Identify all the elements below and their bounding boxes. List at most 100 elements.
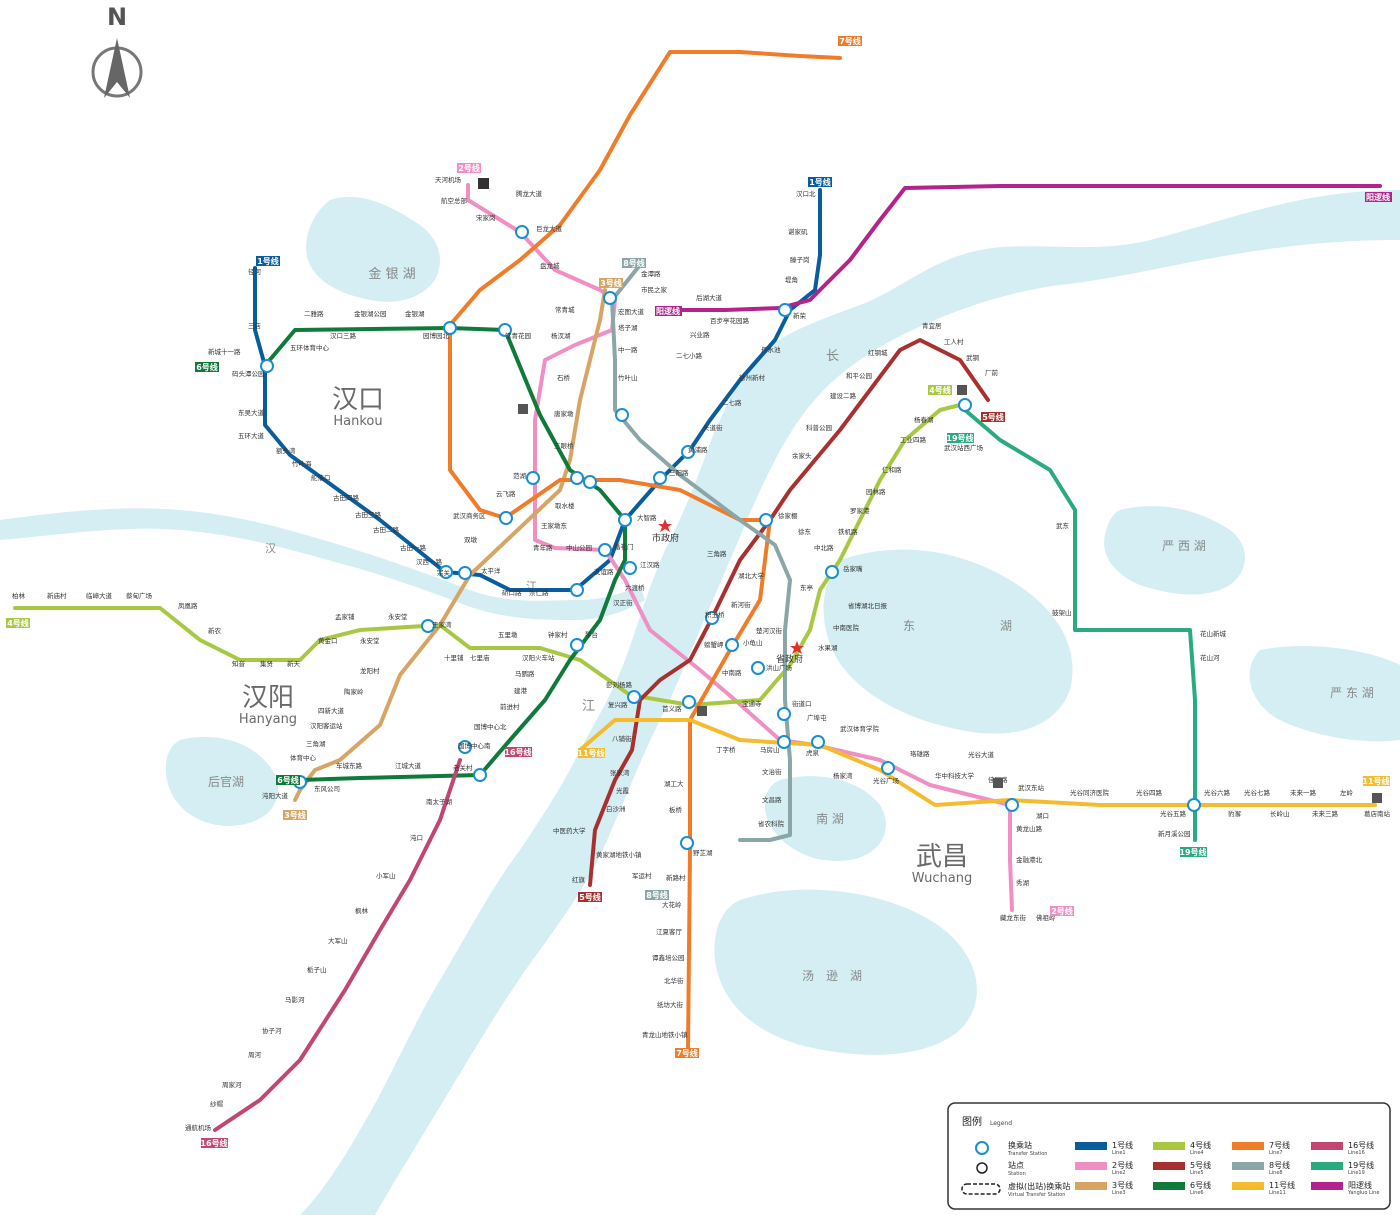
- station-label[interactable]: 工人村: [944, 337, 964, 346]
- station-label[interactable]: 新河街: [731, 600, 751, 609]
- station-label[interactable]: 八铺街: [612, 734, 632, 743]
- line-8-badge-bottom[interactable]: [645, 890, 669, 900]
- station-label[interactable]: 光谷五路: [1160, 809, 1187, 818]
- line-16-badge-top[interactable]: [505, 747, 532, 757]
- station-label[interactable]: 竹叶山: [618, 373, 638, 382]
- station-label[interactable]: 塔子湖: [618, 323, 638, 332]
- yangluo-line-badge-left[interactable]: [655, 306, 682, 316]
- station-label[interactable]: 青宜居: [922, 321, 942, 330]
- line-16-path[interactable]: [213, 758, 462, 1132]
- station-label[interactable]: 水果湖: [818, 643, 838, 652]
- station-label[interactable]: 野芷湖: [693, 848, 713, 857]
- station-label[interactable]: 佛祖岭: [1036, 913, 1056, 922]
- station-label[interactable]: 藏龙东街: [1000, 913, 1027, 922]
- station-label[interactable]: 金银湖公园: [354, 309, 387, 318]
- station-label[interactable]: 湖北大学: [738, 571, 765, 580]
- transfer-station[interactable]: [759, 513, 773, 527]
- station-label[interactable]: 光谷六路: [1204, 788, 1231, 797]
- station-label[interactable]: 三角路: [707, 549, 727, 558]
- station-label[interactable]: 三阳路: [669, 468, 689, 477]
- transfer-station[interactable]: [570, 471, 584, 485]
- line-8-badge-top[interactable]: [622, 258, 646, 268]
- station-label[interactable]: 省农科院: [758, 819, 785, 828]
- station-label[interactable]: 马房山: [760, 745, 780, 754]
- station-label[interactable]: 凤凰路: [178, 601, 198, 610]
- station-label[interactable]: 马影河: [285, 995, 305, 1004]
- station-label[interactable]: 宋家岗: [476, 213, 496, 222]
- station-label[interactable]: 红钢城: [868, 348, 888, 357]
- station-label[interactable]: 和平公园: [846, 371, 872, 380]
- line-7-badge-top[interactable]: [838, 36, 862, 46]
- transfer-station[interactable]: [627, 690, 641, 704]
- station-label[interactable]: 武汉站西广场: [944, 443, 984, 452]
- station-label[interactable]: 宝通寺: [742, 699, 762, 708]
- station-label[interactable]: 蔡甸广场: [126, 591, 153, 600]
- transfer-station[interactable]: [570, 583, 584, 597]
- station-label[interactable]: 彭刘杨路: [606, 680, 633, 689]
- station-label[interactable]: 复兴路: [608, 700, 628, 709]
- station-label[interactable]: 栀子山: [307, 965, 327, 974]
- station-label[interactable]: 华中科技大学: [935, 771, 975, 780]
- station-label[interactable]: 江城大道: [395, 761, 422, 770]
- transfer-station[interactable]: [618, 513, 632, 527]
- station-label[interactable]: 堤角: [785, 275, 798, 284]
- station-label[interactable]: 柏林: [12, 591, 26, 600]
- station-label[interactable]: 谭鑫培公园: [652, 953, 685, 962]
- station-label[interactable]: 新农: [208, 626, 222, 635]
- station-label[interactable]: 中医药大学: [553, 826, 586, 835]
- station-label[interactable]: 武汉东站: [1018, 783, 1045, 792]
- station-label[interactable]: 武汉商务区: [453, 511, 486, 520]
- station-label[interactable]: 循礼门: [614, 542, 634, 551]
- station-label[interactable]: 新城十一路: [208, 347, 241, 356]
- station-label[interactable]: 左岭: [1340, 788, 1354, 797]
- station-label[interactable]: 建港: [514, 686, 528, 695]
- station-label[interactable]: 中南路: [722, 668, 742, 677]
- transfer-station[interactable]: [583, 475, 597, 489]
- line-1-badge-top[interactable]: [808, 177, 832, 187]
- station-label[interactable]: 滕子岗: [790, 255, 810, 264]
- station-label[interactable]: 豹澥: [1228, 809, 1242, 818]
- line-7-path[interactable]: [448, 50, 842, 1052]
- station-label[interactable]: 新庙村: [47, 591, 67, 600]
- station-label[interactable]: 花山新城: [1200, 629, 1227, 638]
- station-label[interactable]: 汉正街: [613, 598, 633, 607]
- station-label[interactable]: 光谷七路: [1244, 788, 1271, 797]
- station-label[interactable]: 石桥: [557, 373, 571, 382]
- transfer-station[interactable]: [777, 707, 791, 721]
- station-label[interactable]: 五环大道: [238, 431, 265, 440]
- station-label[interactable]: 老关村: [453, 763, 473, 772]
- transfer-station[interactable]: [443, 321, 457, 335]
- line-8-path[interactable]: [610, 263, 792, 842]
- station-label[interactable]: 省博湖北日报: [848, 601, 888, 610]
- transfer-station[interactable]: [653, 471, 667, 485]
- station-label[interactable]: 黄浦路: [688, 445, 708, 454]
- station-label[interactable]: 湖工大: [664, 779, 684, 788]
- transfer-station[interactable]: [439, 565, 453, 579]
- station-label[interactable]: 广埠屯: [807, 713, 827, 722]
- station-label[interactable]: 兴业路: [690, 330, 710, 339]
- station-label[interactable]: 张家湾: [610, 768, 630, 777]
- station-label[interactable]: 洪山广场: [766, 663, 793, 672]
- station-label[interactable]: 丁字桥: [716, 745, 736, 754]
- transfer-station[interactable]: [825, 565, 839, 579]
- transfer-station[interactable]: [811, 735, 825, 749]
- transfer-station[interactable]: [421, 619, 435, 633]
- station-label[interactable]: 六渡桥: [625, 583, 645, 592]
- station-label[interactable]: 航空总部: [441, 196, 468, 205]
- station-label[interactable]: 前进村: [500, 702, 520, 711]
- station-label[interactable]: 径河: [248, 267, 262, 276]
- station-label[interactable]: 黄龙山路: [1016, 824, 1043, 833]
- line-4-badge-left[interactable]: [6, 618, 30, 628]
- station-label[interactable]: 虎泉: [806, 748, 820, 757]
- line-6-badge-top[interactable]: [195, 362, 219, 372]
- station-label[interactable]: 金银湖: [405, 309, 425, 318]
- station-label[interactable]: 鼓架山: [1052, 608, 1072, 617]
- station-label[interactable]: 范湖: [513, 471, 527, 480]
- line-19-badge-top[interactable]: [947, 433, 974, 443]
- station-label[interactable]: 国博中心南: [458, 741, 491, 750]
- transfer-station[interactable]: [1187, 798, 1201, 812]
- station-label[interactable]: 徐家棚: [778, 511, 798, 520]
- station-label[interactable]: 螃蟹岬: [704, 640, 724, 649]
- station-label[interactable]: 文昌路: [762, 795, 782, 804]
- station-label[interactable]: 金融港北: [1016, 855, 1043, 864]
